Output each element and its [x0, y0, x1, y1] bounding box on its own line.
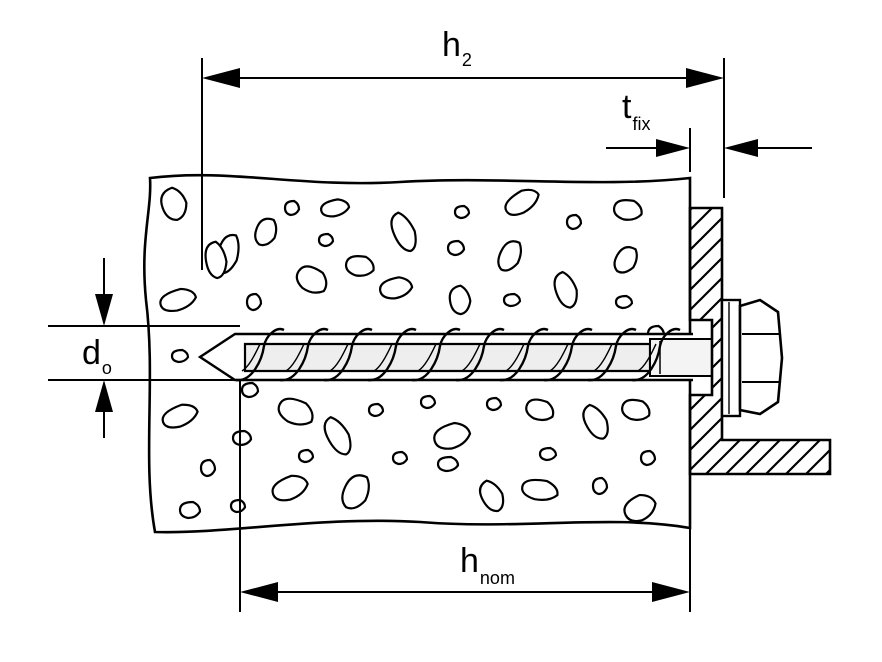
aggregate-stone [229, 498, 247, 514]
thread-turn-back [461, 343, 481, 372]
thread-turn [455, 327, 505, 382]
hnom-label: hnom [460, 542, 515, 588]
aggregate-stone [341, 474, 370, 510]
aggregate-stone [245, 292, 263, 312]
hex-head [738, 298, 784, 416]
d0-label: do [82, 334, 112, 378]
thread-turn [235, 327, 285, 382]
aggregate-stone [178, 500, 202, 520]
aggregate-stone [254, 217, 278, 247]
aggregate-stone [170, 348, 190, 364]
aggregate-stone [419, 394, 437, 410]
concrete-block [143, 173, 692, 534]
aggregate-stone [277, 397, 314, 426]
aggregate-stone [504, 188, 540, 216]
thread-turn-back [593, 343, 613, 372]
aggregate-stone [612, 199, 643, 221]
aggregate-stone [565, 213, 583, 231]
washer [720, 298, 742, 418]
aggregate-stone [502, 292, 522, 308]
aggregate-stone [521, 478, 559, 502]
aggregate-stone [323, 415, 352, 456]
aggregate-stone [436, 455, 460, 473]
thread-turn [543, 327, 593, 382]
aggregate-stone [582, 403, 609, 440]
thread-turn-back [241, 343, 261, 372]
dimension-h2: h2 [201, 26, 725, 270]
thread-turn [323, 327, 373, 382]
aggregate-stone [283, 199, 301, 217]
aggregate-stone [497, 240, 523, 272]
aggregate-stone [161, 403, 199, 429]
thread-turn-back [549, 343, 569, 372]
aggregate-stone [485, 396, 503, 412]
aggregate-stone [525, 398, 555, 422]
aggregate-stone [390, 211, 417, 253]
thread-turn-back [417, 343, 437, 372]
thread-turn [499, 327, 549, 382]
thread-turn [411, 327, 461, 382]
aggregate-stone [391, 450, 409, 466]
dimension-d0: do [48, 258, 240, 438]
aggregate-stone [240, 381, 260, 399]
aggregate-stone [159, 287, 198, 312]
thread-turn [587, 327, 637, 382]
aggregate-stone [623, 493, 657, 523]
aggregate-stone [478, 479, 505, 513]
thread-turn [367, 327, 417, 382]
thread-turn-back [329, 343, 349, 372]
thread-turn-back [373, 343, 393, 372]
thread-turn [279, 327, 329, 382]
aggregate-stone [271, 474, 309, 502]
tfix-label: tfix [622, 88, 650, 134]
aggregate-stone [446, 239, 466, 257]
aggregate-stone [614, 294, 634, 310]
aggregate-stone [613, 246, 638, 274]
h2-label: h2 [442, 26, 472, 70]
dimension-hnom: hnom [239, 380, 691, 612]
aggregate-stone [199, 458, 217, 478]
aggregate-stone [538, 446, 558, 462]
aggregate-stone [344, 255, 375, 277]
aggregate-stone [453, 204, 471, 220]
aggregate-stone [591, 476, 609, 496]
anchor-thread [235, 327, 681, 382]
aggregate-stone [231, 429, 253, 447]
aggregate-stone [295, 265, 328, 294]
dimension-tfix: tfix [606, 88, 812, 172]
concrete-aggregate [159, 186, 666, 523]
aggregate-stone [553, 270, 578, 309]
aggregate-stone [320, 198, 351, 218]
aggregate-stone [639, 449, 657, 467]
aggregate-stone [621, 398, 651, 421]
aggregate-stone [297, 448, 315, 464]
aggregate-stone [367, 402, 385, 418]
aggregate-stone [448, 284, 472, 316]
thread-turn-back [285, 343, 305, 372]
thread-turn-back [637, 343, 657, 372]
aggregate-stone [160, 186, 188, 221]
thread-turn-back [505, 343, 525, 372]
screw-anchor [235, 327, 713, 382]
aggregate-stone [379, 276, 414, 300]
aggregate-stone [433, 421, 472, 450]
aggregate-stone [204, 240, 228, 280]
aggregate-stone [317, 232, 335, 248]
